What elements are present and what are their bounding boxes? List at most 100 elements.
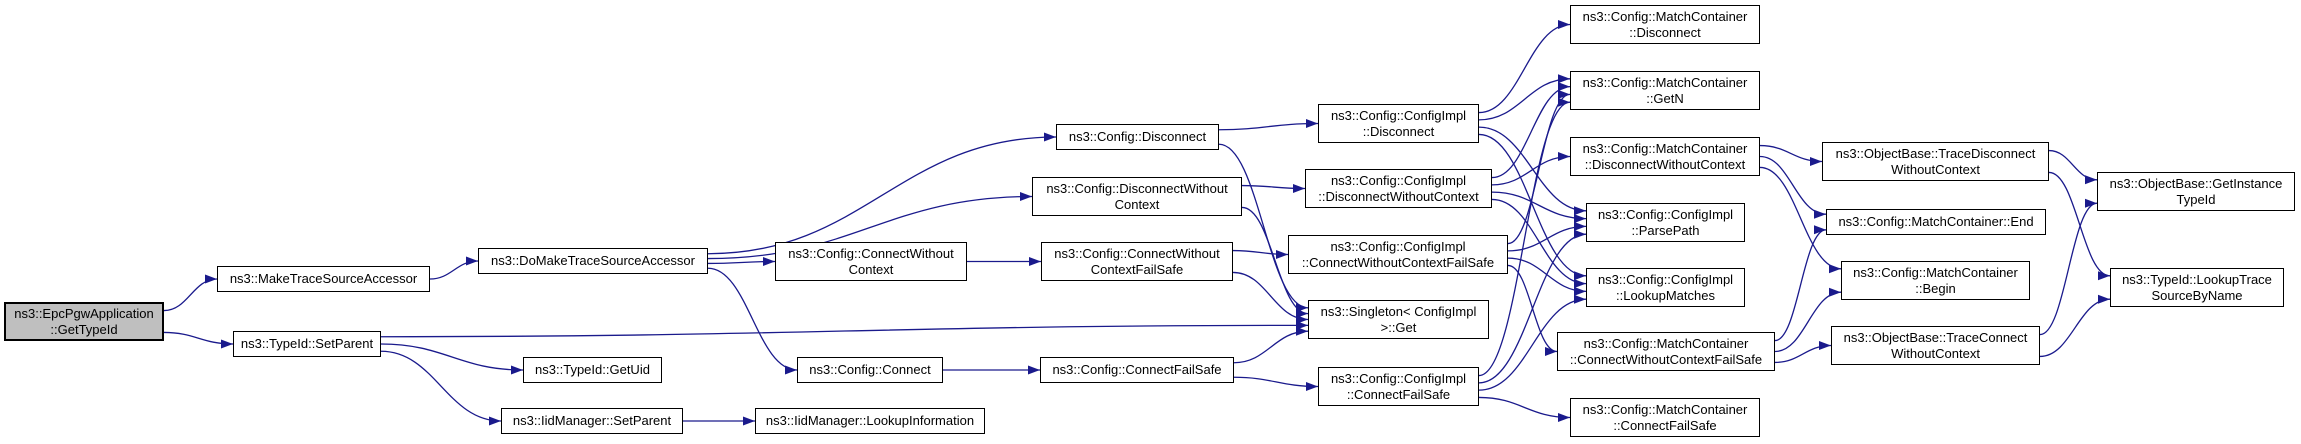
graph-node-doMakeTraceSourceAccessor[interactable]: ns3::DoMakeTraceSourceAccessor: [478, 248, 708, 274]
call-edge-cfgDisconnectWithoutContext-to-singletonGet: [1241, 206, 1309, 319]
graph-node-label: ns3::Config::ConnectFailSafe: [1052, 362, 1222, 377]
call-edge-doMakeTraceSourceAccessor-to-cfgDisconnectWithoutContext: [707, 192, 1033, 260]
call-edge-implDisconnectWithoutContext-to-mcDisconnectWithoutContext: [1491, 152, 1571, 186]
graph-node-label: ::ConnectWithoutContextFailSafe: [1569, 351, 1763, 367]
call-edge-mcConnectWithoutContextFailSafe-to-obTraceConnectWithoutContext: [1774, 341, 1832, 364]
call-edge-cfgConnectWithoutContextFailSafe-to-implConnectWithoutContextFailSafe: [1232, 249, 1289, 259]
graph-node-implLookupMatches[interactable]: ns3::Config::ConfigImpl::LookupMatches: [1586, 268, 1745, 307]
graph-node-implDisconnectWithoutContext[interactable]: ns3::Config::ConfigImpl::DisconnectWitho…: [1305, 169, 1492, 208]
call-edge-mcDisconnectWithoutContext-to-mcEnd: [1759, 155, 1827, 219]
graph-node-label: ns3::Config::MatchContainer: [1583, 335, 1749, 351]
graph-node-makeTraceSourceAccessor[interactable]: ns3::MakeTraceSourceAccessor: [217, 266, 430, 292]
call-edge-cfgDisconnectWithoutContext-to-implDisconnectWithoutContext: [1241, 183, 1306, 193]
graph-node-label: ns3::Config::Disconnect: [1068, 129, 1207, 144]
graph-node-label: ::LookupMatches: [1615, 287, 1715, 303]
graph-node-mcConnectWithoutContextFailSafe[interactable]: ns3::Config::MatchContainer::ConnectWith…: [1557, 332, 1775, 371]
graph-node-label: TypeId: [2176, 191, 2216, 207]
graph-node-cfgDisconnect[interactable]: ns3::Config::Disconnect: [1056, 124, 1219, 150]
graph-node-label: ns3::Config::ConfigImpl: [1330, 172, 1467, 188]
call-edge-getTypeId-to-setParent: [163, 331, 234, 349]
call-edge-doMakeTraceSourceAccessor-to-cfgConnectWithoutContext: [707, 257, 776, 267]
graph-node-iidSetParent[interactable]: ns3::IidManager::SetParent: [501, 408, 683, 434]
graph-node-mcGetN[interactable]: ns3::Config::MatchContainer::GetN: [1570, 71, 1760, 110]
graph-node-label: ::ConnectFailSafe: [1613, 417, 1717, 433]
call-edge-setParent-to-singletonGet: [380, 320, 1309, 338]
graph-node-label: ::ParsePath: [1631, 222, 1700, 238]
graph-node-label: ns3::Config::DisconnectWithout: [1046, 180, 1228, 196]
graph-node-label: ns3::EpcPgwApplication: [14, 305, 154, 321]
graph-node-setParent[interactable]: ns3::TypeId::SetParent: [233, 331, 381, 357]
call-edge-obTraceConnectWithoutContext-to-obGetInstanceTypeId: [2039, 198, 2098, 336]
call-edge-cfgDisconnect-to-singletonGet: [1218, 143, 1309, 313]
graph-node-label: WithoutContext: [1891, 345, 1980, 361]
graph-node-label: ::Disconnect: [1362, 123, 1435, 139]
graph-node-implDisconnect[interactable]: ns3::Config::ConfigImpl::Disconnect: [1318, 104, 1479, 143]
graph-node-label: WithoutContext: [1891, 161, 1980, 177]
graph-node-label: ns3::DoMakeTraceSourceAccessor: [491, 253, 695, 268]
call-edge-implConnectWithoutContextFailSafe-to-implParsePath: [1507, 221, 1587, 252]
graph-node-label: ns3::Config::ConfigImpl: [1330, 238, 1466, 254]
graph-node-label: ns3::Config::ConfigImpl: [1330, 107, 1467, 123]
graph-node-label: ns3::Config::MatchContainer: [1582, 140, 1748, 156]
graph-node-label: ns3::Config::ConfigImpl: [1597, 271, 1734, 287]
graph-node-singletonGet[interactable]: ns3::Singleton< ConfigImpl>::Get: [1308, 300, 1489, 339]
graph-node-label: ::Begin: [1915, 280, 1956, 296]
graph-node-mcConnectFailSafe[interactable]: ns3::Config::MatchContainer::ConnectFail…: [1570, 398, 1760, 437]
graph-node-label: >::Get: [1380, 319, 1417, 335]
graph-node-label: ns3::Config::Connect: [809, 362, 931, 377]
graph-node-label: ns3::Config::MatchContainer: [1582, 401, 1748, 417]
call-edge-implDisconnect-to-implLookupMatches: [1478, 133, 1587, 281]
graph-node-implConnectFailSafe[interactable]: ns3::Config::ConfigImpl::ConnectFailSafe: [1318, 367, 1479, 406]
call-edge-cfgConnectFailSafe-to-singletonGet: [1233, 326, 1309, 364]
graph-node-label: ns3::Config::ConfigImpl: [1597, 206, 1734, 222]
graph-node-getUid[interactable]: ns3::TypeId::GetUid: [523, 357, 662, 383]
graph-node-mcEnd[interactable]: ns3::Config::MatchContainer::End: [1826, 209, 2046, 235]
graph-node-iidLookupInformation[interactable]: ns3::IidManager::LookupInformation: [755, 408, 985, 434]
graph-node-label: ::ConnectWithoutContextFailSafe: [1301, 254, 1495, 270]
graph-node-label: ns3::ObjectBase::TraceDisconnect: [1835, 145, 2036, 161]
graph-node-implConnectWithoutContextFailSafe[interactable]: ns3::Config::ConfigImpl::ConnectWithoutC…: [1288, 235, 1508, 274]
call-edge-mcConnectWithoutContextFailSafe-to-mcEnd: [1774, 225, 1827, 342]
graph-node-label: ns3::Config::MatchContainer::End: [1838, 214, 2034, 229]
graph-node-label: ::Disconnect: [1629, 24, 1701, 40]
graph-node-label: ns3::ObjectBase::TraceConnect: [1843, 329, 2028, 345]
call-edge-implConnectFailSafe-to-implLookupMatches: [1478, 294, 1587, 391]
call-edge-implDisconnect-to-mcDisconnect: [1478, 20, 1571, 114]
call-edge-doMakeTraceSourceAccessor-to-cfgDisconnect: [707, 132, 1057, 255]
call-edge-implDisconnectWithoutContext-to-implLookupMatches: [1491, 198, 1587, 289]
graph-node-label: Context: [848, 261, 894, 277]
call-edge-implConnectFailSafe-to-mcConnectFailSafe: [1478, 396, 1571, 422]
call-edge-obTraceDisconnectWithoutContext-to-lookupTraceSourceByName: [2048, 171, 2111, 281]
graph-node-mcDisconnect[interactable]: ns3::Config::MatchContainer::Disconnect: [1570, 5, 1760, 44]
call-edge-cfgConnectFailSafe-to-implConnectFailSafe: [1233, 376, 1319, 391]
call-edge-mcConnectWithoutContextFailSafe-to-mcBegin: [1774, 287, 1842, 353]
graph-node-cfgConnectFailSafe[interactable]: ns3::Config::ConnectFailSafe: [1040, 357, 1234, 383]
graph-node-mcBegin[interactable]: ns3::Config::MatchContainer::Begin: [1841, 261, 2030, 300]
graph-node-label: ns3::Singleton< ConfigImpl: [1320, 303, 1477, 319]
call-edge-implDisconnect-to-mcGetN: [1478, 74, 1571, 121]
graph-node-label: Context: [1114, 196, 1160, 212]
call-edge-doMakeTraceSourceAccessor-to-cfgConnect: [707, 267, 798, 375]
call-edge-getTypeId-to-makeTraceSourceAccessor: [163, 274, 218, 312]
graph-node-label: ns3::Config::MatchContainer: [1582, 74, 1748, 90]
graph-node-getTypeId: ns3::EpcPgwApplication::GetTypeId: [4, 302, 164, 341]
call-edge-implDisconnectWithoutContext-to-implParsePath: [1491, 191, 1587, 224]
graph-node-cfgConnect[interactable]: ns3::Config::Connect: [797, 357, 943, 383]
graph-node-label: ns3::Config::ConnectWithout: [788, 245, 954, 261]
graph-node-label: ns3::IidManager::LookupInformation: [765, 413, 975, 428]
graph-node-implParsePath[interactable]: ns3::Config::ConfigImpl::ParsePath: [1586, 203, 1745, 242]
call-edge-makeTraceSourceAccessor-to-doMakeTraceSourceAccessor: [429, 256, 479, 280]
call-edge-implConnectFailSafe-to-implParsePath: [1478, 229, 1587, 384]
graph-node-label: ::GetN: [1646, 90, 1684, 106]
graph-node-mcDisconnectWithoutContext[interactable]: ns3::Config::MatchContainer::DisconnectW…: [1570, 137, 1760, 176]
graph-node-label: ns3::TypeId::GetUid: [535, 362, 650, 377]
